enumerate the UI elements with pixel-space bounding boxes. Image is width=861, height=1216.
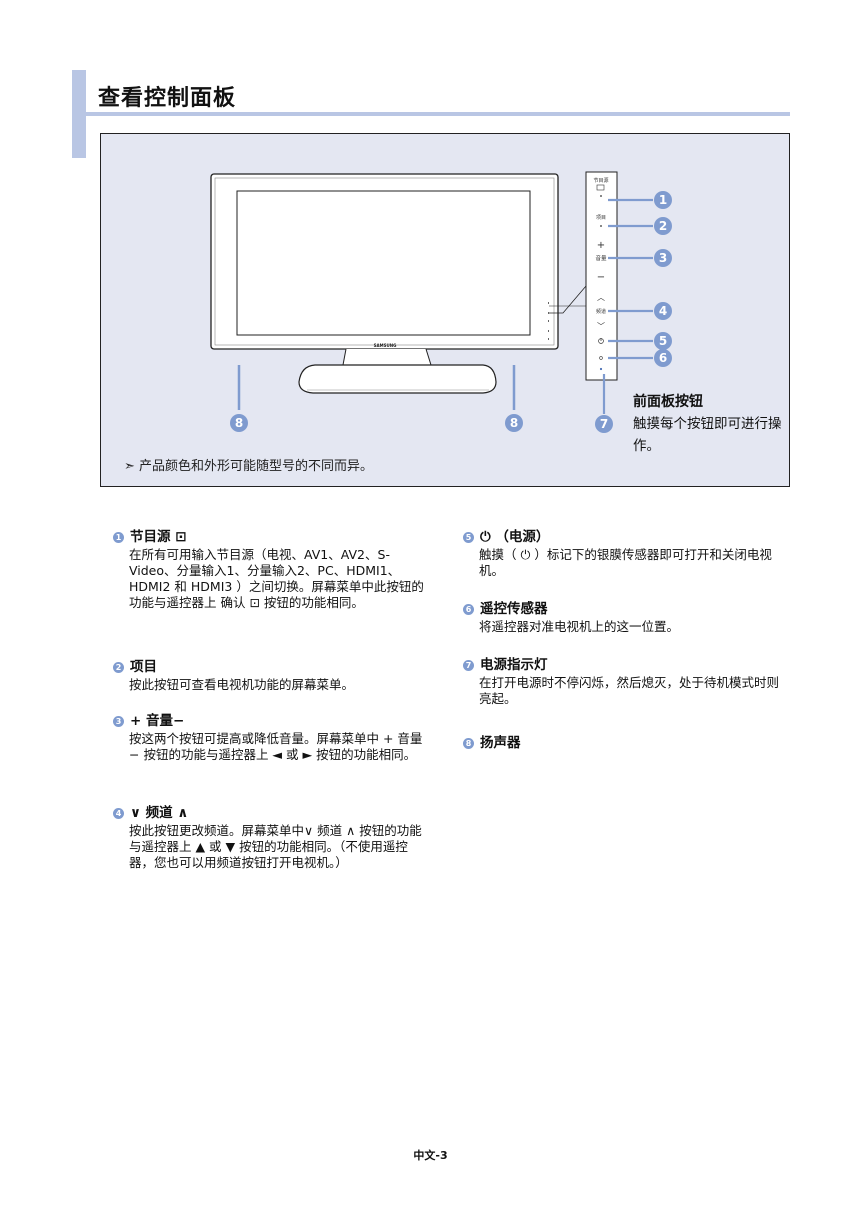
power-indicator-icon	[599, 367, 603, 371]
ch-up-label: ︿	[597, 293, 605, 302]
callout-2	[654, 217, 672, 235]
svg-text:7: 7	[600, 417, 608, 431]
list-item-power: 5⏻ （电源） 触摸（ ⏻ ）标记下的银膜传感器即可打开和关闭电视机。	[463, 529, 788, 579]
callout-6	[654, 349, 672, 367]
tv-stand-base	[298, 364, 497, 394]
callout-7	[595, 415, 613, 433]
callout-markers	[230, 191, 672, 433]
svg-text:2: 2	[659, 219, 667, 233]
front-panel-desc: 触摸每个按钮即可进行操作。	[633, 416, 782, 454]
vol-plus-label: +	[597, 240, 605, 251]
callout-8-right	[505, 414, 523, 432]
callout-1	[654, 191, 672, 209]
source-icon	[596, 184, 605, 191]
control-panel	[585, 171, 618, 381]
list-item-volume: 3+ 音量− 按这两个按钮可提高或降低音量。屏幕菜单中 + 音量 − 按钮的功能…	[113, 713, 431, 763]
tv-figure: SAMSUNG 节目源 项目 音量 频道 + − ︿	[100, 133, 790, 487]
svg-text:6: 6	[659, 351, 667, 365]
svg-text:5: 5	[659, 334, 667, 348]
callout-4	[654, 302, 672, 320]
menu-label: 项目	[596, 215, 606, 221]
tv-illustration: SAMSUNG 节目源 项目 音量 频道 + − ︿	[210, 171, 672, 433]
brand-logo: SAMSUNG	[374, 343, 397, 348]
ch-down-label: ﹀	[597, 322, 605, 331]
vol-minus-label: −	[597, 272, 605, 283]
callout-8-left	[230, 414, 248, 432]
svg-text:4: 4	[659, 304, 667, 318]
figure-note: ➣ 产品颜色和外形可能随型号的不同而异。	[124, 459, 374, 474]
tv-stand-neck	[342, 348, 432, 366]
volume-label: 音量	[595, 254, 607, 262]
page-title: 查看控制面板	[98, 86, 237, 111]
page-number: 中文-3	[413, 1149, 448, 1162]
remote-sensor-icon	[599, 356, 603, 360]
tv-screen	[236, 190, 531, 336]
svg-text:8: 8	[510, 416, 518, 430]
header-rule	[72, 112, 790, 116]
source-label: 节目源	[593, 177, 608, 184]
callout-3	[654, 249, 672, 267]
svg-text:8: 8	[235, 416, 243, 430]
channel-label: 频道	[596, 308, 606, 315]
svg-text:3: 3	[659, 251, 667, 265]
svg-text:1: 1	[659, 193, 667, 207]
callout-5	[654, 332, 672, 350]
list-item-channel: 4∨ 频道 ∧ 按此按钮更改频道。屏幕菜单中∨ 频道 ∧ 按钮的功能与遥控器上 …	[113, 805, 431, 871]
front-panel-title: 前面板按钮	[633, 394, 703, 410]
